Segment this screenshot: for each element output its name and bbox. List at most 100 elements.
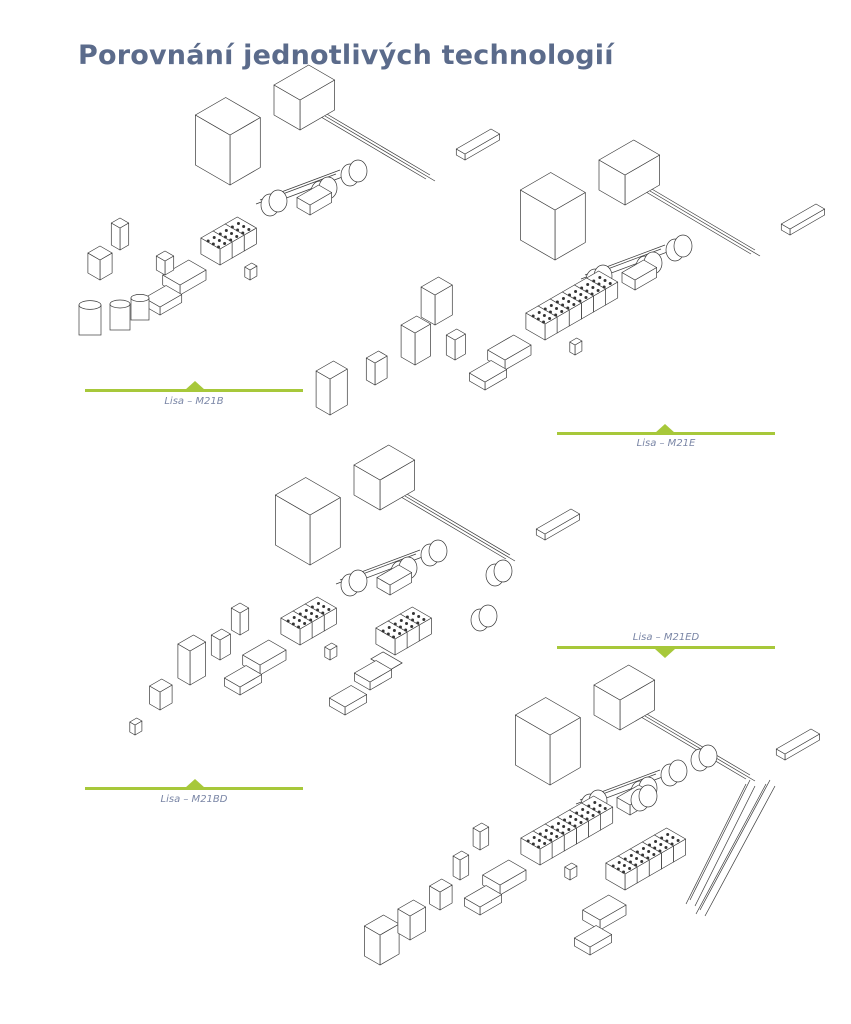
- m21ed-marker-arrow: [655, 649, 675, 658]
- output-table: [242, 639, 287, 676]
- tank: [130, 294, 150, 321]
- m21bd-drawing: [129, 444, 580, 736]
- drum: [660, 759, 688, 787]
- press-roller-dot: [648, 843, 652, 847]
- press-roller-dot: [560, 310, 564, 313]
- storage-block: [397, 899, 426, 941]
- hopper: [593, 664, 655, 731]
- press-roller-dot: [573, 296, 577, 300]
- storage-block: [445, 328, 466, 361]
- press-roller-dot: [229, 238, 233, 242]
- press-roller-dot: [622, 870, 626, 874]
- discharge-chute: [775, 728, 820, 761]
- press-roller-dot: [660, 836, 664, 840]
- press-roller-dot: [561, 297, 565, 300]
- press-roller-dot: [573, 824, 577, 828]
- m21b-label: Lisa – M21B: [164, 396, 224, 407]
- press-roller-dot: [567, 300, 571, 303]
- press-roller-dot: [297, 625, 301, 629]
- conveyor: [395, 489, 516, 562]
- m21e-divider: [557, 432, 775, 435]
- press-roller-dot: [585, 289, 589, 293]
- support: [564, 862, 578, 881]
- conveyor: [695, 779, 776, 917]
- press-roller-dot: [548, 310, 552, 314]
- press-roller-dot: [580, 814, 584, 818]
- press-roller-dot: [310, 605, 314, 609]
- press-roller-dot: [542, 320, 546, 324]
- press-roller-dot: [223, 235, 227, 239]
- press-roller-dot: [555, 300, 559, 304]
- press-roller-dot: [230, 225, 234, 229]
- press-roller-dot: [617, 861, 621, 864]
- press-roller-dot: [218, 232, 222, 236]
- press-roller-dot: [629, 854, 633, 857]
- discharge-chute: [455, 128, 500, 161]
- conveyor: [685, 779, 756, 907]
- press-roller-dot: [567, 828, 571, 831]
- press-roller-dot: [608, 282, 612, 285]
- press-roller-dot: [641, 847, 645, 850]
- output-cart: [354, 660, 392, 691]
- storage-block: [400, 315, 431, 366]
- press-roller-dot: [561, 831, 565, 835]
- press-roller-dot: [416, 621, 420, 625]
- press-roller-dot: [303, 622, 307, 625]
- press-roller-dot: [550, 832, 554, 835]
- press-roller-dot: [598, 276, 602, 279]
- support: [244, 262, 258, 281]
- page-title: Porovnání jednotlivých technologií: [78, 40, 614, 71]
- press-roller-dot: [658, 849, 662, 853]
- press-roller-dot: [544, 829, 548, 832]
- press-roller-dot: [316, 602, 320, 605]
- output-table: [162, 259, 207, 296]
- storage-block: [429, 878, 453, 911]
- storage-block: [365, 350, 388, 386]
- press-module: [520, 830, 553, 866]
- m21b-marker-arrow: [185, 381, 205, 390]
- press-roller-dot: [298, 612, 302, 616]
- feeder: [376, 564, 412, 596]
- press-roller-dot: [578, 299, 582, 303]
- press-roller-dot: [549, 838, 553, 842]
- storage-block: [364, 914, 400, 966]
- storage-block: [315, 360, 348, 416]
- press-roller-dot: [641, 853, 645, 857]
- press-roller-dot: [556, 822, 560, 825]
- press-roller-dot: [404, 628, 408, 632]
- press-roller-dot: [291, 622, 295, 626]
- press-line: [280, 596, 337, 646]
- press-roller-dot: [393, 622, 397, 626]
- press-roller-dot: [676, 839, 680, 842]
- press-roller-dot: [671, 836, 675, 839]
- press-roller-dot: [628, 867, 632, 870]
- press-roller-dot: [640, 860, 644, 863]
- press-roller-dot: [653, 846, 657, 850]
- storage-block: [472, 822, 490, 851]
- press-roller-dot: [580, 286, 584, 290]
- support: [324, 642, 338, 661]
- press-roller-dot: [593, 801, 597, 804]
- press-roller-dot: [596, 289, 600, 292]
- m21bd-label: Lisa – M21BD: [160, 794, 228, 805]
- press-line: [200, 216, 257, 266]
- output-table: [482, 859, 527, 896]
- m21e-label: Lisa – M21E: [636, 438, 696, 449]
- press-roller-dot: [224, 229, 228, 232]
- press-roller-dot: [572, 303, 576, 306]
- press-roller-dot: [574, 290, 578, 293]
- press-roller-dot: [598, 804, 602, 807]
- press-roller-dot: [526, 839, 530, 843]
- press-roller-dot: [236, 222, 240, 225]
- press-roller-dot: [411, 618, 415, 622]
- press-line: [605, 827, 686, 891]
- press-roller-dot: [566, 306, 570, 310]
- press-roller-dot: [531, 842, 535, 846]
- storage-block: [155, 250, 175, 276]
- conveyor: [635, 709, 756, 782]
- press-roller-dot: [217, 245, 221, 249]
- press-roller-dot: [297, 619, 301, 622]
- press-roller-dot: [537, 839, 541, 842]
- press-roller-dot: [217, 239, 221, 242]
